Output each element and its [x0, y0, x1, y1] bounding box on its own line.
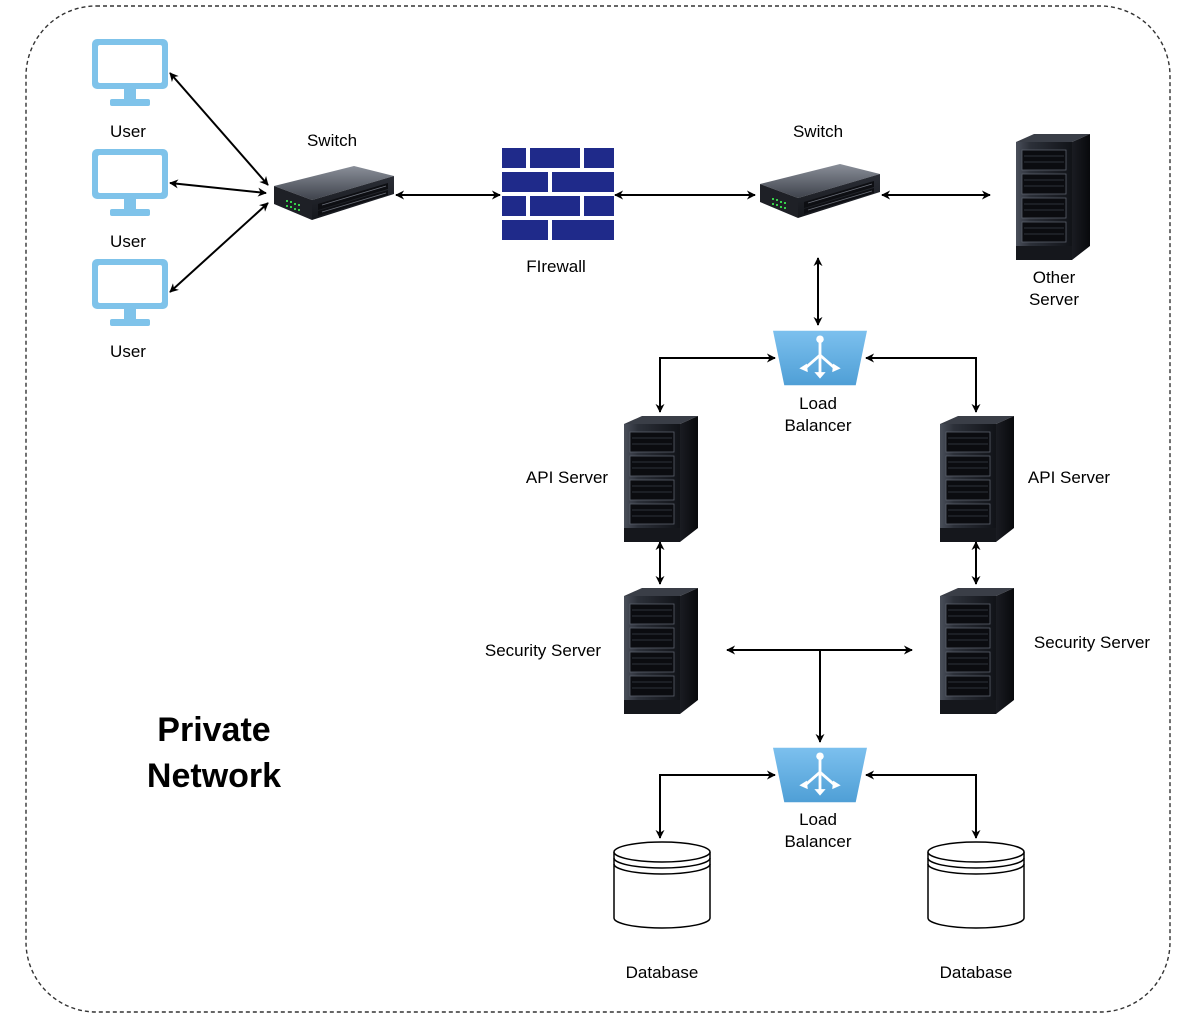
edge-user3-switch: [169, 202, 269, 293]
edge-user1-switch: [169, 72, 269, 186]
user-node-3: User: [92, 259, 168, 361]
connections: [169, 72, 991, 839]
database-label: Database: [940, 963, 1013, 982]
database-cylinder-icon: [927, 841, 1025, 929]
load-balancer-node-1: Load Balancer: [773, 329, 867, 435]
database-cylinder-icon: [613, 841, 711, 929]
load-balancer-label-line-1: Load: [799, 394, 837, 413]
switch-node-2: Switch: [759, 122, 881, 219]
firewall-brick-icon: [502, 148, 614, 240]
security-server-right-node: Security Server: [939, 587, 1151, 715]
other-server-label-line-1: Other: [1033, 268, 1076, 287]
edge-lb-api-right: [865, 353, 981, 413]
server-rack-icon: [623, 587, 699, 715]
load-balancer-label-line-1: Load: [799, 810, 837, 829]
switch-node-1: Switch: [273, 131, 395, 221]
edge-user2-switch: [169, 179, 267, 197]
monitor-icon: [92, 39, 168, 106]
edge-lb-api-left: [655, 353, 776, 413]
monitor-icon: [92, 149, 168, 216]
security-server-left-node: Security Server: [485, 587, 699, 715]
edge-lb-db-right: [865, 770, 981, 839]
private-network-title-line-2: Network: [147, 757, 281, 795]
firewall-label: FIrewall: [526, 257, 586, 276]
load-balancer-label-line-2: Balancer: [784, 832, 851, 851]
database-left-node: Database: [613, 841, 711, 982]
network-switch-icon: [759, 163, 881, 219]
network-switch-icon: [273, 165, 395, 221]
security-server-label: Security Server: [1034, 633, 1151, 652]
server-rack-icon: [939, 587, 1015, 715]
server-rack-icon: [623, 415, 699, 543]
load-balancer-icon: [773, 746, 867, 804]
api-server-label: API Server: [1028, 468, 1111, 487]
firewall-node: FIrewall: [502, 148, 614, 276]
security-server-label: Security Server: [485, 641, 602, 660]
switch-label: Switch: [307, 131, 357, 150]
private-network-boundary: [25, 5, 1171, 1013]
api-server-right-node: API Server: [939, 415, 1111, 543]
load-balancer-node-2: Load Balancer: [773, 746, 867, 851]
server-rack-icon: [939, 415, 1015, 543]
server-rack-icon: [1015, 133, 1091, 261]
api-server-left-node: API Server: [526, 415, 699, 543]
switch-label: Switch: [793, 122, 843, 141]
private-network-title-line-1: Private: [157, 711, 270, 749]
other-server-node: Other Server: [1015, 133, 1091, 309]
database-right-node: Database: [927, 841, 1025, 982]
api-server-label: API Server: [526, 468, 609, 487]
load-balancer-label-line-2: Balancer: [784, 416, 851, 435]
other-server-label-line-2: Server: [1029, 290, 1079, 309]
user-label: User: [110, 232, 146, 251]
user-label: User: [110, 122, 146, 141]
user-label: User: [110, 342, 146, 361]
monitor-icon: [92, 259, 168, 326]
edge-lb-db-left: [655, 770, 776, 839]
load-balancer-icon: [773, 329, 867, 387]
user-node-1: User: [92, 39, 168, 141]
user-node-2: User: [92, 149, 168, 251]
database-label: Database: [626, 963, 699, 982]
